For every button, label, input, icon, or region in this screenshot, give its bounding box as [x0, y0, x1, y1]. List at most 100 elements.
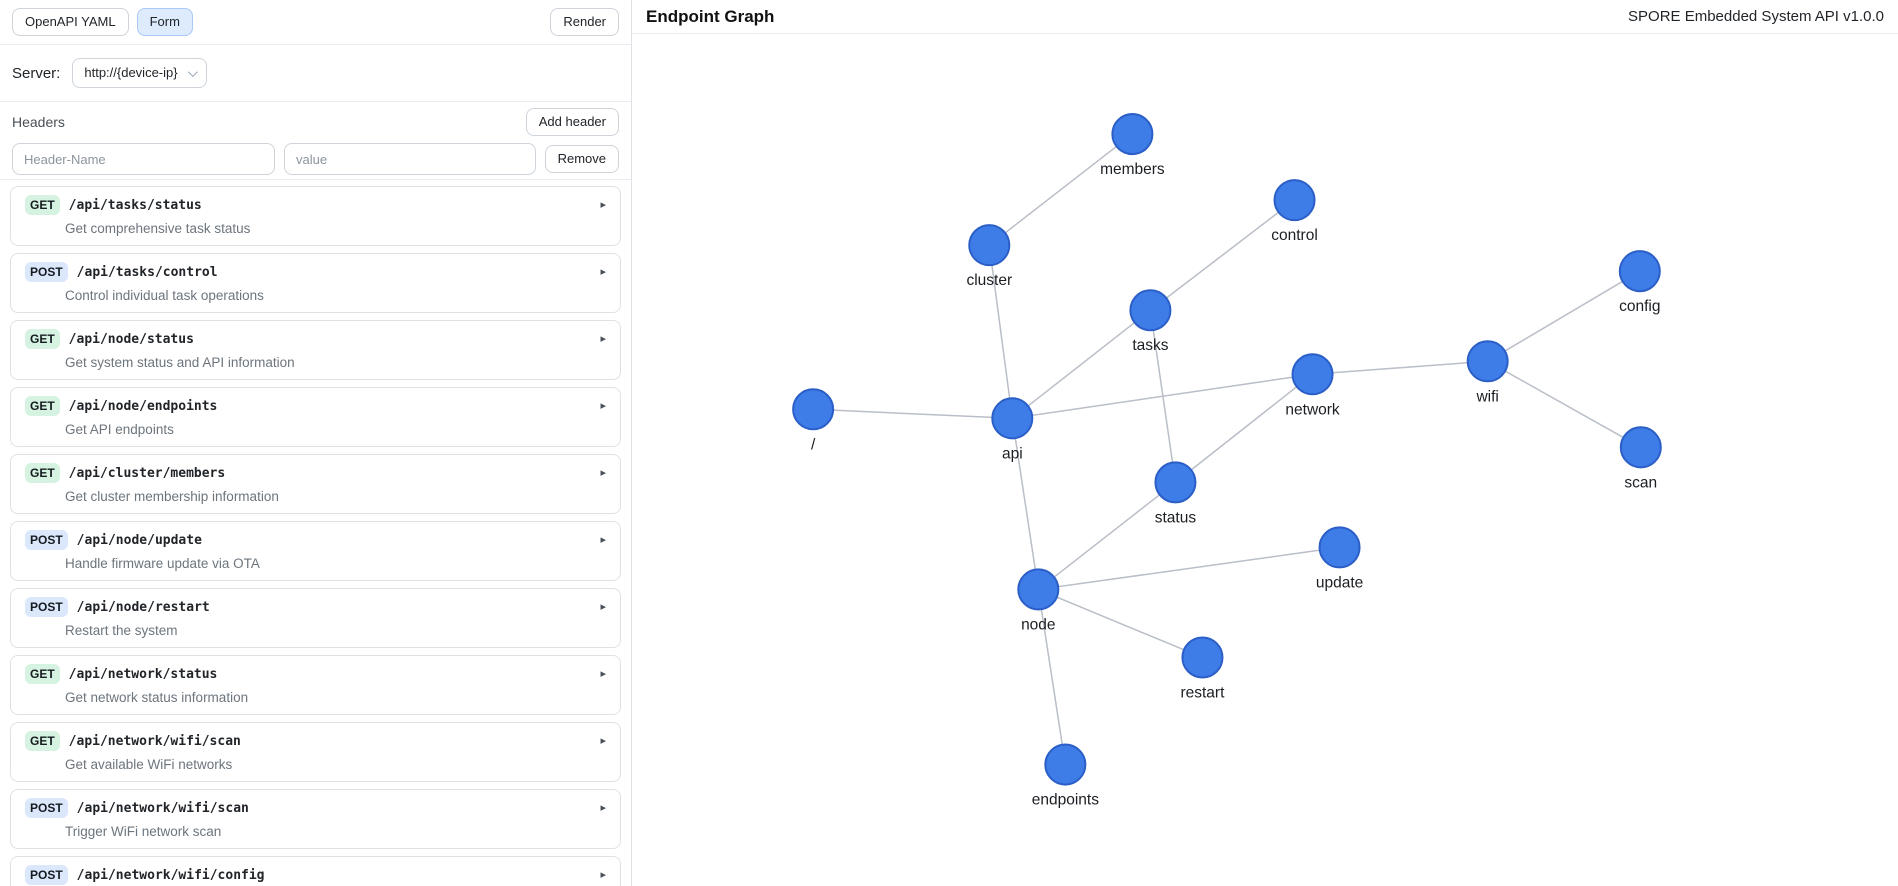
chevron-right-icon: ▸ [600, 868, 606, 881]
endpoint-row[interactable]: POST /api/network/wifi/scan ▸ Trigger Wi… [10, 789, 621, 849]
endpoint-row-header: GET /api/tasks/status ▸ [25, 195, 606, 215]
endpoint-row[interactable]: GET /api/tasks/status ▸ Get comprehensiv… [10, 186, 621, 246]
api-version-label: SPORE Embedded System API v1.0.0 [1628, 8, 1884, 25]
graph-canvas[interactable]: members control cluster config tasks network w… [632, 34, 1898, 886]
graph-node-config[interactable]: config [1618, 250, 1661, 315]
endpoint-row[interactable]: POST /api/node/update ▸ Handle firmware … [10, 521, 621, 581]
graph-node-status[interactable]: status [1154, 461, 1197, 526]
node-circle-members[interactable] [1111, 113, 1154, 156]
node-label-status: status [1155, 509, 1197, 526]
method-badge: POST [25, 530, 68, 550]
endpoint-row-header: GET /api/network/wifi/scan ▸ [25, 731, 606, 751]
endpoint-path: /api/node/status [68, 331, 194, 347]
endpoint-row-header: POST /api/network/wifi/config ▸ [25, 865, 606, 885]
endpoint-row[interactable]: GET /api/node/status ▸ Get system status… [10, 320, 621, 380]
endpoint-row[interactable]: GET /api/cluster/members ▸ Get cluster m… [10, 454, 621, 514]
endpoint-path: /api/tasks/status [68, 197, 202, 213]
endpoint-description: Get comprehensive task status [65, 221, 251, 236]
headers-top: Headers Add header [12, 108, 619, 136]
render-button[interactable]: Render [550, 8, 619, 36]
node-circle-tasks[interactable] [1129, 289, 1172, 332]
graph-edge-cluster-api [988, 245, 1014, 419]
node-label-tasks: tasks [1132, 337, 1168, 354]
node-circle-scan[interactable] [1619, 426, 1662, 469]
graph-node-members[interactable]: members [1100, 113, 1165, 178]
method-badge: POST [25, 865, 68, 885]
node-circle-network[interactable] [1291, 353, 1334, 396]
node-circle-endpoints[interactable] [1044, 743, 1087, 786]
endpoint-path: /api/node/update [76, 532, 202, 548]
server-select[interactable]: http://{device-ip} [72, 58, 207, 88]
graph-node-tasks[interactable]: tasks [1129, 289, 1172, 354]
node-circle-api[interactable] [991, 397, 1034, 440]
chevron-right-icon: ▸ [600, 265, 606, 278]
endpoint-path: /api/node/restart [76, 599, 210, 615]
chevron-right-icon: ▸ [600, 533, 606, 546]
graph-node-restart[interactable]: restart [1180, 636, 1225, 702]
graph-edge-wifi-config [1487, 270, 1641, 362]
graph-edge-api-root [813, 408, 1013, 420]
endpoint-row[interactable]: GET /api/node/endpoints ▸ Get API endpoi… [10, 387, 621, 447]
method-badge: GET [25, 664, 60, 684]
header-value-input[interactable] [284, 143, 536, 175]
node-label-cluster: cluster [966, 272, 1012, 289]
endpoint-row[interactable]: POST /api/tasks/control ▸ Control indivi… [10, 253, 621, 313]
graph-node-wifi[interactable]: wifi [1466, 340, 1509, 405]
method-badge: POST [25, 597, 68, 617]
graph-node-endpoints[interactable]: endpoints [1032, 743, 1099, 809]
endpoint-row-header: GET /api/network/status ▸ [25, 664, 606, 684]
node-circle-wifi[interactable] [1466, 340, 1509, 383]
endpoint-description: Handle firmware update via OTA [65, 556, 260, 571]
endpoint-description: Control individual task operations [65, 288, 264, 303]
node-circle-update[interactable] [1318, 526, 1361, 569]
openapi-yaml-button[interactable]: OpenAPI YAML [12, 8, 129, 36]
chevron-right-icon: ▸ [600, 734, 606, 747]
graph-node-network[interactable]: network [1285, 353, 1340, 418]
node-circle-control[interactable] [1273, 179, 1316, 222]
endpoint-row[interactable]: POST /api/network/wifi/config ▸ [10, 856, 621, 886]
graph-node-root[interactable]: / [792, 388, 835, 453]
endpoint-path: /api/network/wifi/config [76, 867, 265, 883]
chevron-right-icon: ▸ [600, 667, 606, 680]
graph-node-api[interactable]: api [991, 397, 1034, 462]
endpoint-row-header: POST /api/node/update ▸ [25, 530, 606, 550]
left-toolbar: OpenAPI YAML Form Render [0, 0, 631, 45]
endpoint-row-header: GET /api/cluster/members ▸ [25, 463, 606, 483]
node-circle-cluster[interactable] [968, 224, 1011, 267]
graph-edge-node-endpoints [1037, 589, 1067, 765]
server-label: Server: [12, 64, 61, 82]
endpoint-row[interactable]: GET /api/network/wifi/scan ▸ Get availab… [10, 722, 621, 782]
node-label-wifi: wifi [1475, 388, 1498, 405]
node-circle-node[interactable] [1017, 568, 1060, 611]
node-circle-config[interactable] [1618, 250, 1661, 293]
node-label-scan: scan [1624, 474, 1657, 491]
endpoint-description: Restart the system [65, 623, 178, 638]
graph-node-cluster[interactable]: cluster [966, 224, 1012, 289]
header-name-input[interactable] [12, 143, 275, 175]
endpoint-row[interactable]: GET /api/network/status ▸ Get network st… [10, 655, 621, 715]
endpoint-path: /api/node/endpoints [68, 398, 218, 414]
chevron-down-icon [187, 66, 198, 77]
form-button[interactable]: Form [136, 8, 193, 36]
endpoint-row[interactable]: POST /api/node/restart ▸ Restart the sys… [10, 588, 621, 648]
graph-node-control[interactable]: control [1271, 179, 1318, 244]
node-label-config: config [1619, 298, 1660, 315]
node-circle-root[interactable] [792, 388, 835, 431]
graph-node-scan[interactable]: scan [1619, 426, 1662, 491]
graph-node-node[interactable]: node [1017, 568, 1060, 633]
node-circle-status[interactable] [1154, 461, 1197, 504]
chevron-right-icon: ▸ [600, 801, 606, 814]
remove-header-button[interactable]: Remove [544, 145, 619, 173]
add-header-button[interactable]: Add header [525, 108, 619, 136]
node-label-root: / [811, 436, 816, 453]
node-circle-restart[interactable] [1181, 636, 1224, 679]
graph-panel: Endpoint Graph SPORE Embedded System API… [632, 0, 1898, 886]
endpoint-description: Get cluster membership information [65, 489, 279, 504]
method-badge: POST [25, 262, 68, 282]
header-row: Remove [12, 143, 619, 175]
endpoint-row-header: POST /api/tasks/control ▸ [25, 262, 606, 282]
node-label-network: network [1285, 401, 1340, 418]
node-label-control: control [1271, 227, 1318, 244]
server-row: Server: http://{device-ip} [0, 45, 631, 102]
graph-node-update[interactable]: update [1316, 526, 1363, 591]
